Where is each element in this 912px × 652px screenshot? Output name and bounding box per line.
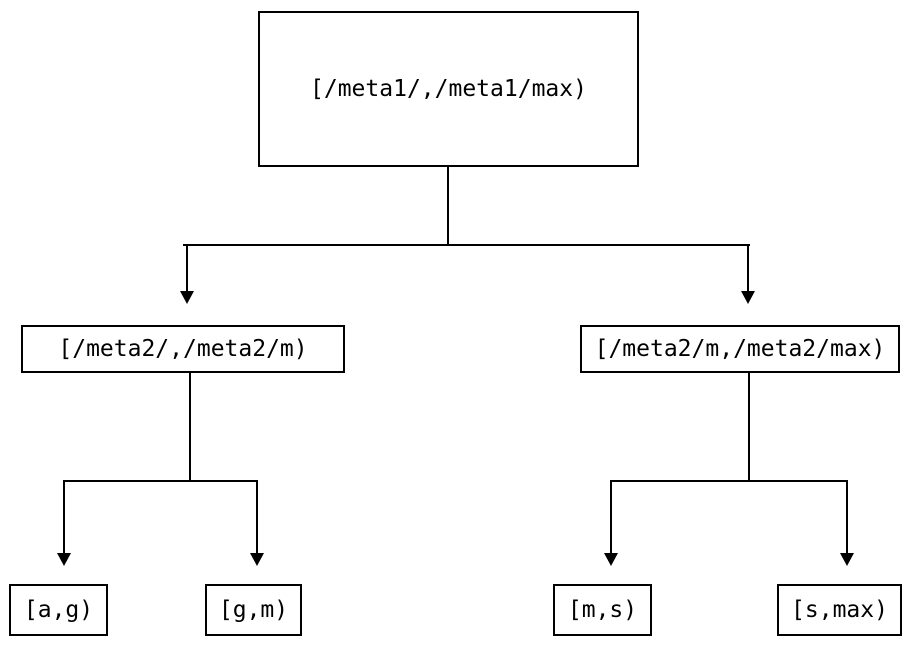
- arrowhead-to-leaf-smax: [840, 553, 854, 566]
- arrowhead-to-mid-left: [180, 291, 194, 304]
- node-leaf-smax[interactable]: [s,max): [777, 584, 902, 636]
- node-leaf-ms-label: [m,s): [567, 596, 638, 623]
- node-mid-right-label: [/meta2/m,/meta2/max): [594, 335, 886, 362]
- node-leaf-gm-label: [g,m): [218, 596, 289, 623]
- node-root-label: [/meta1/,/meta1/max): [310, 75, 587, 102]
- node-leaf-gm[interactable]: [g,m): [205, 584, 302, 636]
- arrowhead-to-leaf-ms: [604, 553, 618, 566]
- arrowhead-to-leaf-ag: [57, 553, 71, 566]
- node-root[interactable]: [/meta1/,/meta1/max): [258, 11, 639, 167]
- node-leaf-ag-label: [a,g): [23, 596, 94, 623]
- arrowhead-to-leaf-gm: [250, 553, 264, 566]
- node-leaf-ag[interactable]: [a,g): [9, 584, 108, 636]
- node-mid-left-label: [/meta2/,/meta2/m): [58, 335, 308, 362]
- node-mid-right[interactable]: [/meta2/m,/meta2/max): [580, 325, 900, 373]
- node-leaf-ms[interactable]: [m,s): [553, 584, 652, 636]
- arrowhead-to-mid-right: [741, 291, 755, 304]
- node-mid-left[interactable]: [/meta2/,/meta2/m): [21, 325, 345, 373]
- node-leaf-smax-label: [s,max): [791, 596, 888, 623]
